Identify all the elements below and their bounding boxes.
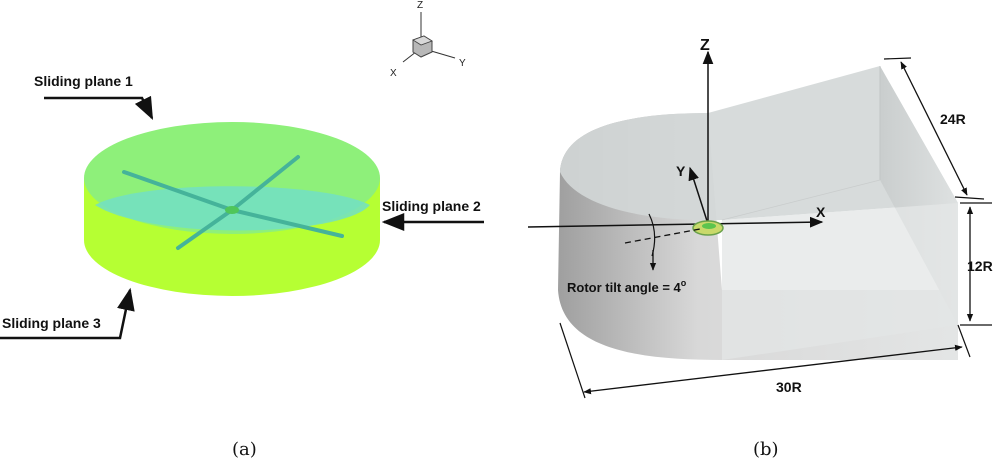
tilt-degree-sign: o <box>681 278 687 288</box>
svg-text:Sliding plane 2: Sliding plane 2 <box>382 198 481 214</box>
svg-text:Sliding plane 3: Sliding plane 3 <box>2 315 101 331</box>
dimension-24r: 24R <box>883 57 985 200</box>
caption-a: (a) <box>232 439 257 460</box>
svg-text:Rotor tilt angle = 4o: Rotor tilt angle = 4o <box>567 278 687 295</box>
svg-text:Sliding plane 1: Sliding plane 1 <box>34 73 133 89</box>
tilt-indicator: Rotor tilt angle = 4o <box>567 213 701 295</box>
axis-x-label: X <box>816 204 826 220</box>
rotor-center <box>702 223 716 229</box>
panel-b: Z Y X Rotor tilt angle = 4o 24R <box>527 37 993 460</box>
label-sliding-plane-1: Sliding plane 1 <box>34 73 154 121</box>
dimension-30r: 30R <box>559 322 971 399</box>
dimension-12r: 12R <box>960 202 993 326</box>
svg-text:30R: 30R <box>776 379 802 395</box>
domain-axes: Z Y X <box>527 37 826 228</box>
computational-domain <box>558 66 958 360</box>
triad-y-label: Y <box>459 58 466 69</box>
rotor-hub <box>225 206 239 214</box>
tilt-angle-label: Rotor tilt angle = 4 <box>567 280 682 295</box>
svg-text:24R: 24R <box>940 111 966 127</box>
domain-side-face <box>722 203 958 360</box>
triad-z-label: Z <box>417 0 423 11</box>
label-sliding-plane-3: Sliding plane 3 <box>0 287 135 340</box>
sliding-disk <box>84 122 380 296</box>
orientation-triad: Z X Y <box>390 0 466 79</box>
rotor-blades <box>122 155 344 250</box>
panel-a: Z X Y Sliding plane 1 Sliding plane 2 <box>0 0 484 460</box>
caption-b: (b) <box>753 439 779 460</box>
label-sliding-plane-2: Sliding plane 2 <box>381 198 484 231</box>
axis-z-label: Z <box>700 37 710 54</box>
svg-text:12R: 12R <box>967 258 993 274</box>
domain-top-face <box>560 66 958 221</box>
axis-y-label: Y <box>676 163 686 179</box>
triad-x-label: X <box>390 68 397 79</box>
